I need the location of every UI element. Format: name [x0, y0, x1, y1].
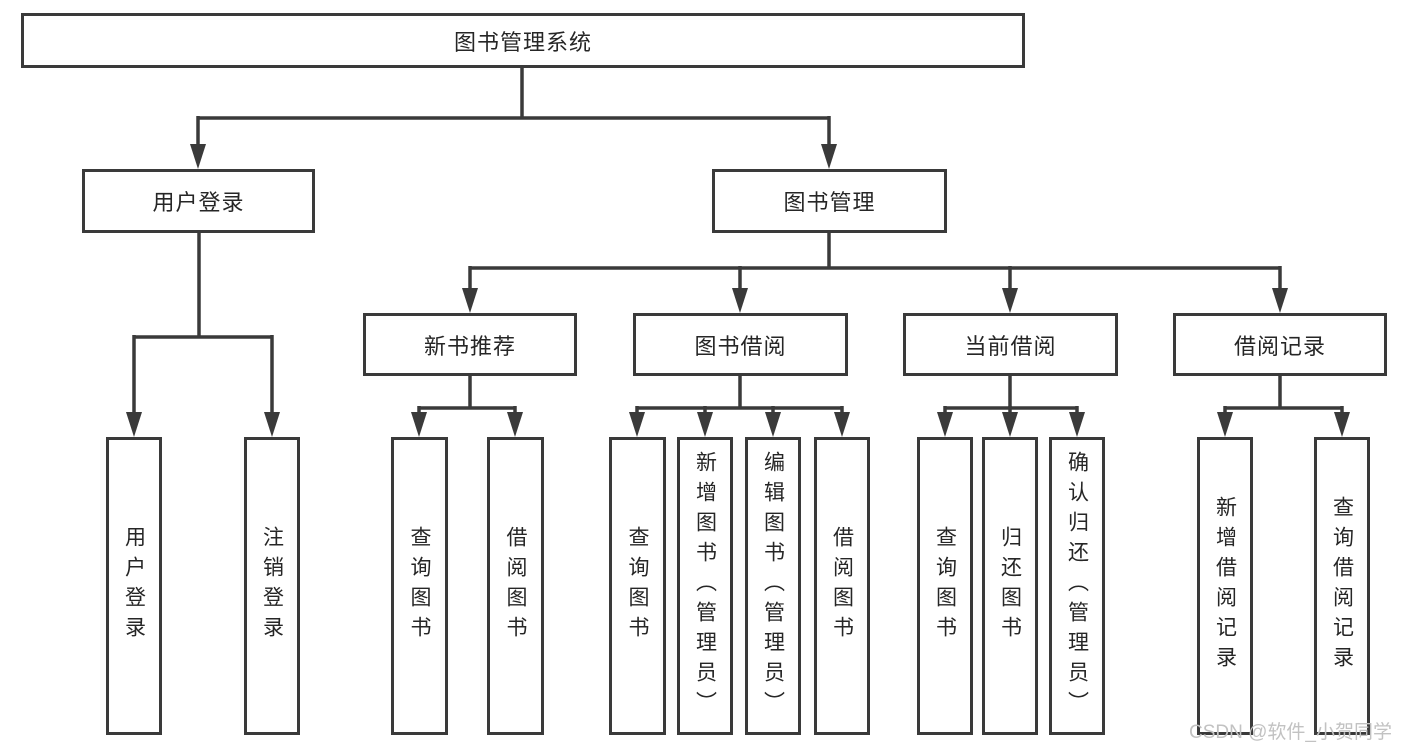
leaf-label: 借阅图书	[504, 526, 527, 646]
leaf-query-books-current: 查询图书	[917, 437, 973, 735]
leaf-label: 注销登录	[260, 526, 284, 646]
connector-book-borrow-to-leaves	[629, 376, 850, 437]
leaf-query-books-recommend: 查询图书	[391, 437, 448, 735]
leaf-label: 确认归还（管理员）	[1065, 451, 1089, 721]
leaf-label: 查询图书	[933, 526, 957, 646]
csdn-watermark: CSDN @软件_小贺同学	[1189, 722, 1392, 743]
node-new-book-recommend: 新书推荐	[363, 313, 577, 376]
leaf-label: 查询图书	[408, 526, 431, 646]
node-current-borrow: 当前借阅	[903, 313, 1118, 376]
leaf-label: 编辑图书（管理员）	[761, 451, 785, 721]
leaf-add-borrow-record: 新增借阅记录	[1197, 437, 1253, 735]
leaf-borrow-books: 借阅图书	[814, 437, 870, 735]
leaf-label: 归还图书	[998, 526, 1022, 646]
leaf-user-login: 用户登录	[106, 437, 162, 735]
connector-current-borrow-to-leaves	[937, 376, 1085, 437]
connector-new-book-recommend-to-leaves	[411, 376, 523, 437]
node-library-system: 图书管理系统	[21, 13, 1025, 68]
leaf-label: 借阅图书	[830, 526, 854, 646]
leaf-label: 新增借阅记录	[1213, 496, 1237, 676]
connector-book-management-to-level3	[462, 233, 1288, 313]
node-borrow-records: 借阅记录	[1173, 313, 1387, 376]
leaf-label: 查询图书	[626, 526, 649, 646]
leaf-query-books-borrow: 查询图书	[609, 437, 666, 735]
leaf-logout-login: 注销登录	[244, 437, 300, 735]
connector-root-to-level2	[190, 68, 837, 169]
leaf-edit-books-admin: 编辑图书（管理员）	[745, 437, 801, 735]
leaf-add-books-admin: 新增图书（管理员）	[677, 437, 733, 735]
leaf-borrow-books-recommend: 借阅图书	[487, 437, 544, 735]
leaf-return-books: 归还图书	[982, 437, 1038, 735]
connector-borrow-records-to-leaves	[1217, 376, 1350, 437]
leaf-label: 查询借阅记录	[1330, 496, 1354, 676]
leaf-query-borrow-record: 查询借阅记录	[1314, 437, 1370, 735]
node-book-management: 图书管理	[712, 169, 947, 233]
node-user-login: 用户登录	[82, 169, 315, 233]
leaf-confirm-return-admin: 确认归还（管理员）	[1049, 437, 1105, 735]
leaf-label: 新增图书（管理员）	[693, 451, 717, 721]
connector-user-login-to-leaves	[126, 233, 280, 437]
leaf-label: 用户登录	[122, 526, 146, 646]
node-book-borrow: 图书借阅	[633, 313, 848, 376]
